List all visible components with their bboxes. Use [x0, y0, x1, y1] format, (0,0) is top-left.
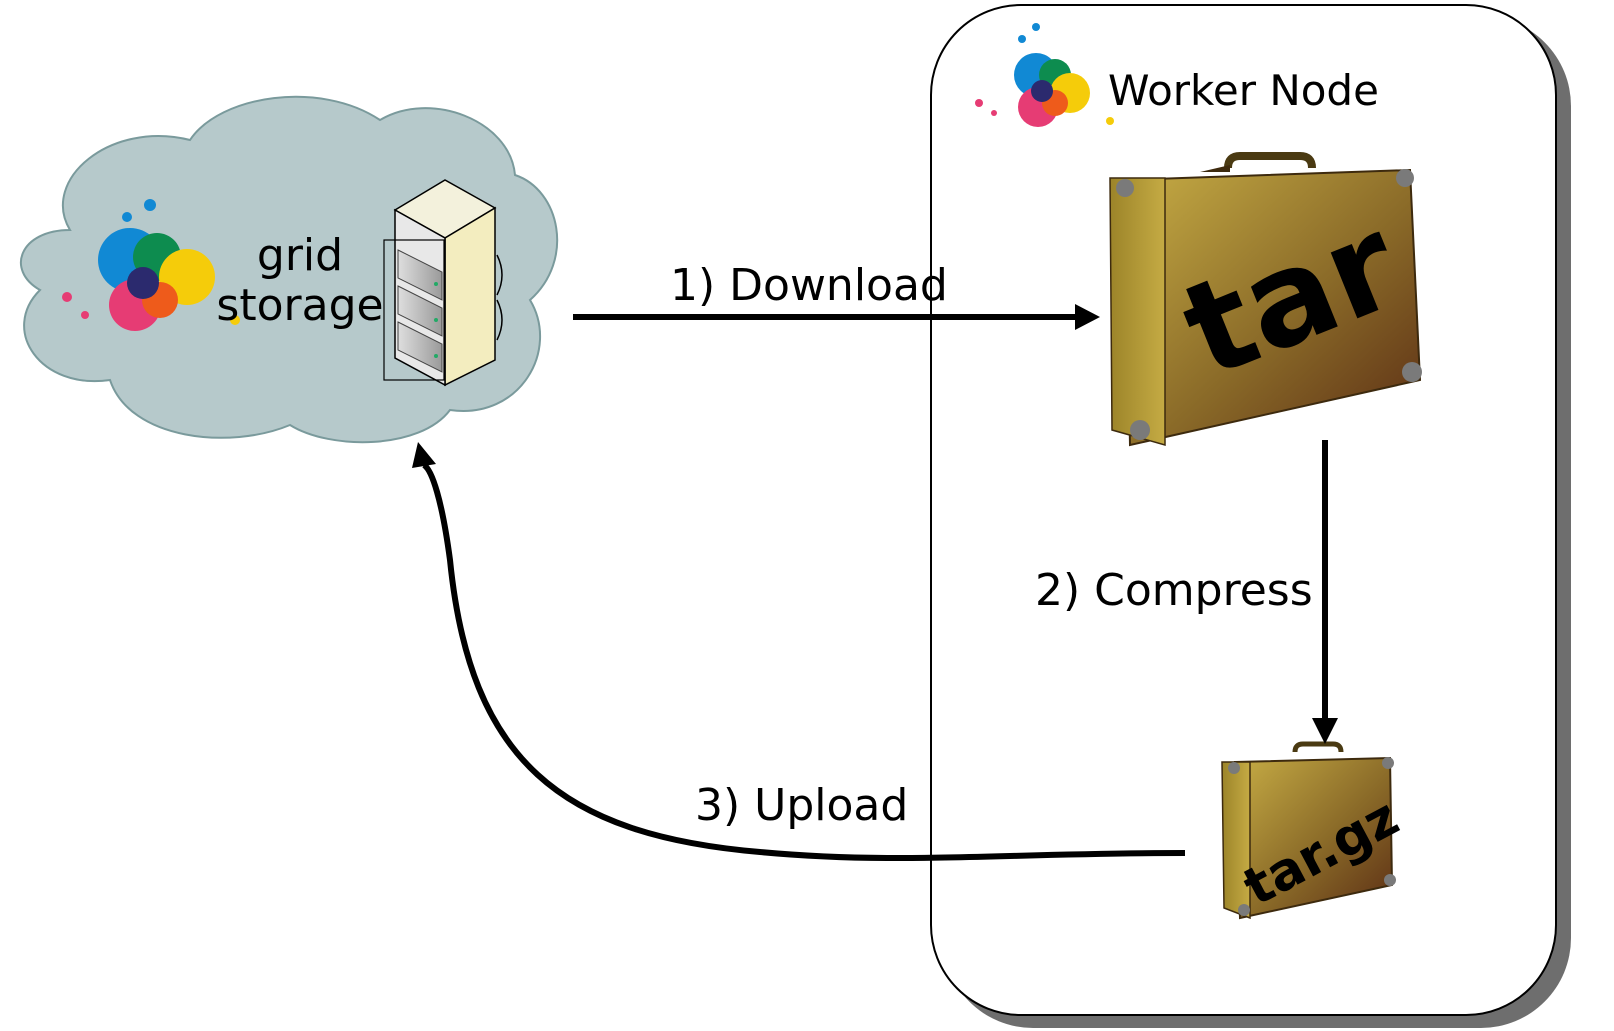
suitcase-tar-icon: tar [1109, 152, 1422, 447]
worker-node-title: Worker Node [1108, 66, 1379, 115]
cloud-label-line1: grid [257, 230, 343, 281]
worker-node-logo-icon [975, 23, 1114, 127]
upload-arrow [412, 442, 1186, 862]
cloud-label-line2: storage [216, 280, 383, 331]
gear-logo-icon [62, 199, 240, 331]
rack-units [397, 249, 443, 373]
compress-arrow [1312, 440, 1338, 744]
step-upload-label: 3) Upload [695, 780, 908, 831]
suitcase-targz-icon: tar.gz [1221, 741, 1409, 920]
step-download-label: 1) Download [670, 260, 948, 311]
download-arrow [573, 304, 1100, 330]
server-rack-icon [383, 179, 503, 387]
step-compress-label: 2) Compress [1035, 565, 1313, 616]
